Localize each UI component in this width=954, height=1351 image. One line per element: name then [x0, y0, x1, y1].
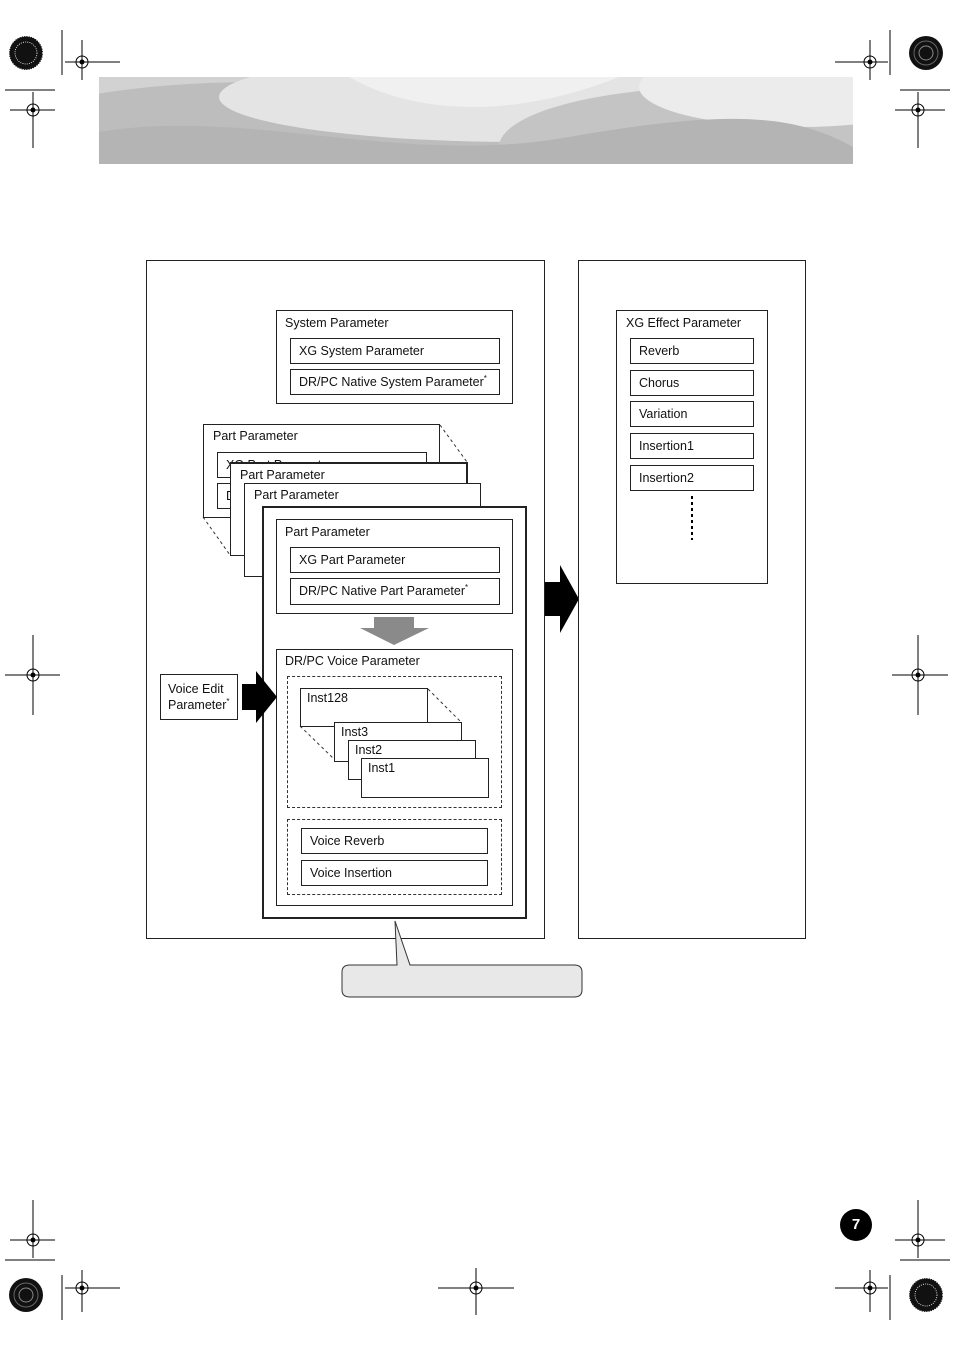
drpc-native-part-parameter-box: DR/PC Native Part Parameter* — [290, 578, 500, 605]
inst128-label: Inst128 — [307, 691, 349, 705]
instrument-stack-area — [287, 676, 502, 808]
voice-parameter-title: DR/PC Voice Parameter — [285, 654, 420, 668]
xg-part-parameter-box: XG Part Parameter — [290, 547, 500, 573]
part-parameter-mid1-title: Part Parameter — [240, 468, 325, 482]
effect-chorus-label: Chorus — [639, 376, 680, 390]
page-number-badge: 7 — [840, 1209, 872, 1241]
drpc-native-part-parameter-label: DR/PC Native Part Parameter* — [299, 582, 469, 598]
part-parameter-mid2-title: Part Parameter — [254, 488, 339, 502]
drpc-native-system-parameter-box: DR/PC Native System Parameter* — [290, 369, 500, 395]
voice-insertion-box: Voice Insertion — [301, 860, 488, 886]
asterisk-mark: * — [465, 582, 469, 592]
part-parameter-back-title: Part Parameter — [213, 429, 298, 443]
part-parameter-front-title: Part Parameter — [285, 525, 370, 539]
voice-insertion-label: Voice Insertion — [310, 866, 392, 880]
effect-insertion1-label: Insertion1 — [639, 439, 694, 453]
page-number: 7 — [851, 1216, 861, 1233]
drpc-native-system-parameter-label: DR/PC Native System Parameter* — [299, 373, 487, 389]
voice-reverb-label: Voice Reverb — [310, 834, 385, 848]
inst1-label: Inst1 — [368, 761, 396, 775]
asterisk-mark: * — [483, 373, 487, 383]
effect-insertion1-box: Insertion1 — [630, 433, 754, 459]
voice-edit-line2: Parameter* — [168, 696, 230, 712]
xg-system-parameter-label: XG System Parameter — [299, 344, 425, 358]
voice-reverb-box: Voice Reverb — [301, 828, 488, 854]
voice-edit-line1: Voice Edit — [168, 682, 224, 696]
effect-insertion2-box: Insertion2 — [630, 465, 754, 491]
voice-effects-area — [287, 819, 502, 895]
inst3-label: Inst3 — [341, 725, 369, 739]
voice-edit-parameter-box: Voice Edit Parameter* — [160, 674, 238, 720]
header-banner — [99, 77, 853, 164]
xg-system-parameter-box: XG System Parameter — [290, 338, 500, 364]
effect-insertion2-label: Insertion2 — [639, 471, 694, 485]
inst1-box — [361, 758, 489, 798]
effect-reverb-box: Reverb — [630, 338, 754, 364]
effect-variation-label: Variation — [639, 407, 688, 421]
asterisk-mark: * — [226, 696, 230, 706]
xg-part-parameter-label: XG Part Parameter — [299, 553, 406, 567]
effect-chorus-box: Chorus — [630, 370, 754, 396]
system-parameter-title: System Parameter — [285, 316, 389, 330]
inst2-label: Inst2 — [355, 743, 383, 757]
effect-variation-box: Variation — [630, 401, 754, 427]
banner-swoosh-graphic — [99, 77, 853, 164]
effect-reverb-label: Reverb — [639, 344, 680, 358]
xg-effect-parameter-title: XG Effect Parameter — [626, 316, 742, 330]
